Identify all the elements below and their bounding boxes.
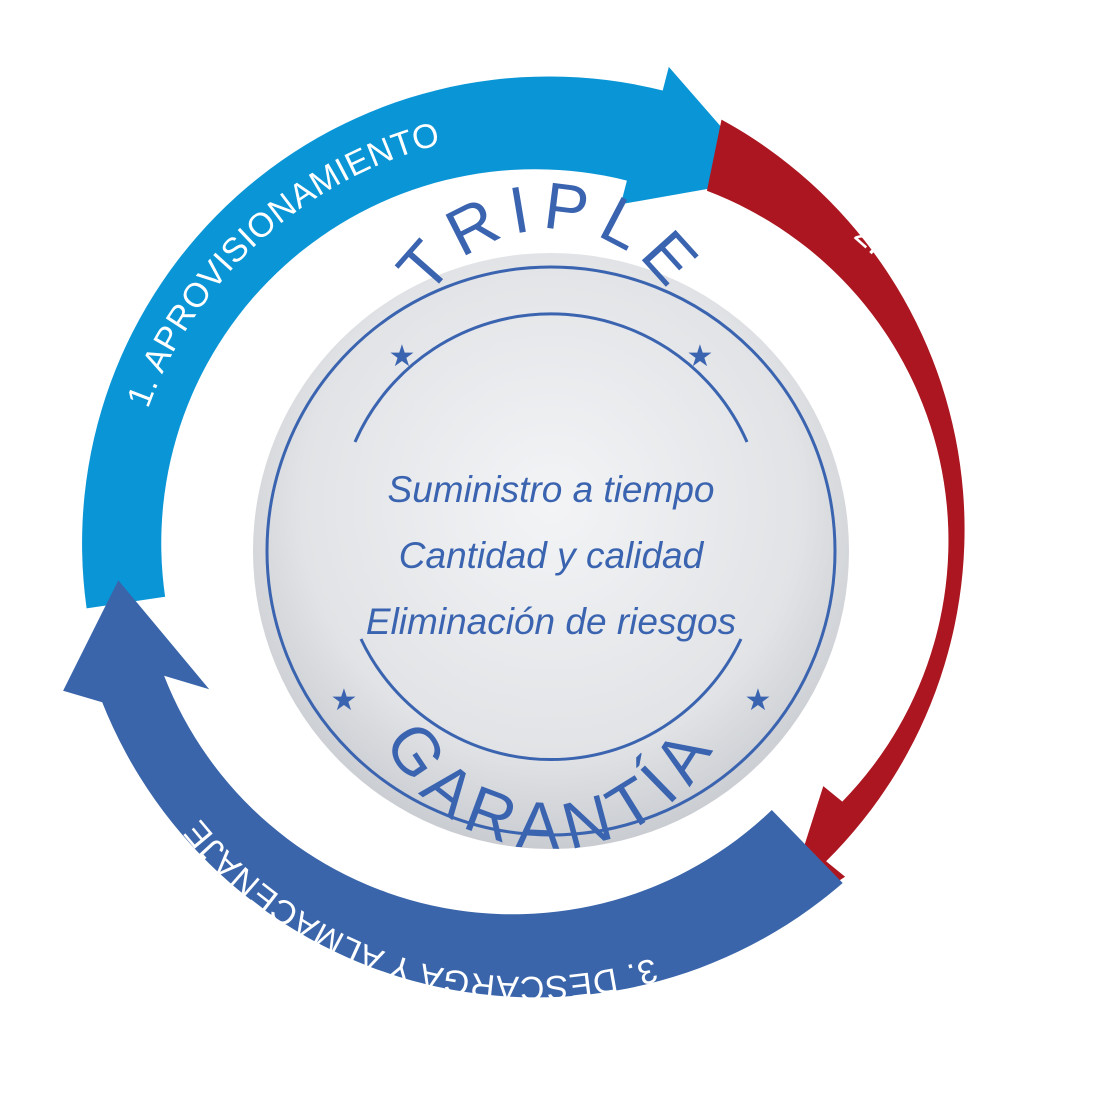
star-icon: ★ bbox=[745, 683, 772, 718]
cycle-arrows bbox=[63, 66, 965, 998]
seal-divider-top bbox=[353, 312, 749, 443]
arrow-step-2 bbox=[706, 119, 965, 918]
guarantee-line-3: Eliminación de riesgos bbox=[366, 601, 736, 642]
guarantee-line-1: Suministro a tiempo bbox=[388, 469, 715, 510]
guarantee-line-2: Cantidad y calidad bbox=[399, 535, 705, 576]
seal-ring bbox=[265, 265, 837, 837]
star-icon: ★ bbox=[389, 339, 416, 374]
arrow-step-1 bbox=[82, 66, 767, 609]
triple-guarantee-seal: TRIPLE GARANTÍA ★ ★ ★ ★ Suministro a tie… bbox=[253, 168, 849, 863]
star-icon: ★ bbox=[687, 339, 714, 374]
seal-divider-bottom bbox=[359, 638, 743, 762]
star-icon: ★ bbox=[331, 683, 358, 718]
arrow-step-3 bbox=[63, 580, 843, 998]
seal-disc bbox=[253, 253, 849, 849]
